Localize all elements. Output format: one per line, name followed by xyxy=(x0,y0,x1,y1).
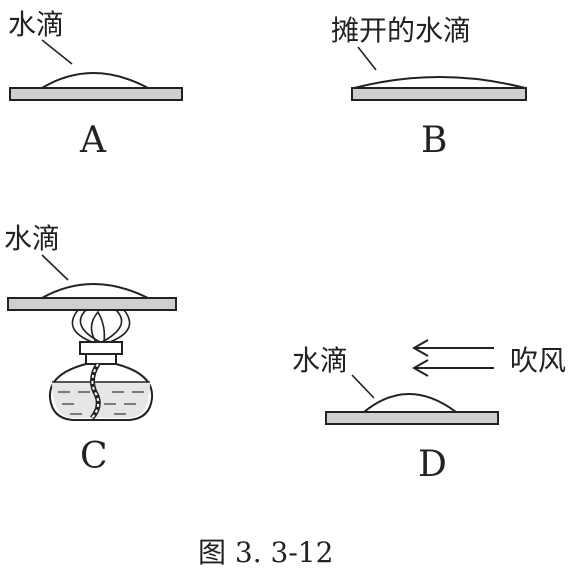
flame-icon xyxy=(71,309,131,343)
panel-a: 水滴 A xyxy=(8,8,183,161)
panel-c-letter: C xyxy=(80,436,108,477)
panel-a-plate xyxy=(9,87,183,101)
panel-b: 摊开的水滴 B xyxy=(331,14,527,161)
figure-caption: 图 3. 3-12 xyxy=(198,536,333,569)
panel-d-wind-label: 吹风 xyxy=(510,344,566,377)
panel-c-leader-line xyxy=(41,254,69,281)
panel-a-letter: A xyxy=(79,120,107,161)
panel-d-leader-line xyxy=(351,374,375,399)
panel-c: 水滴 xyxy=(4,222,177,477)
panel-c-plate xyxy=(7,297,177,311)
panel-b-spread-drop xyxy=(353,76,526,89)
panel-d-water-drop xyxy=(361,393,460,413)
panel-a-drop-label: 水滴 xyxy=(8,8,64,41)
panel-d: 水滴 吹风 D xyxy=(292,339,566,485)
panel-d-drop-label: 水滴 xyxy=(292,344,348,377)
panel-d-plate xyxy=(325,411,499,425)
panel-c-water-drop xyxy=(38,283,149,299)
panel-c-drop-label: 水滴 xyxy=(4,222,60,255)
panel-b-leader-line xyxy=(357,46,377,71)
wind-arrows-icon xyxy=(411,339,494,377)
panel-d-letter: D xyxy=(418,444,447,485)
panel-b-drop-label: 摊开的水滴 xyxy=(331,14,471,47)
panel-a-leader-line xyxy=(41,39,73,65)
panel-a-water-drop xyxy=(38,72,149,89)
panel-b-letter: B xyxy=(421,120,447,161)
alcohol-lamp-icon xyxy=(48,341,154,421)
panel-b-plate xyxy=(351,87,527,101)
